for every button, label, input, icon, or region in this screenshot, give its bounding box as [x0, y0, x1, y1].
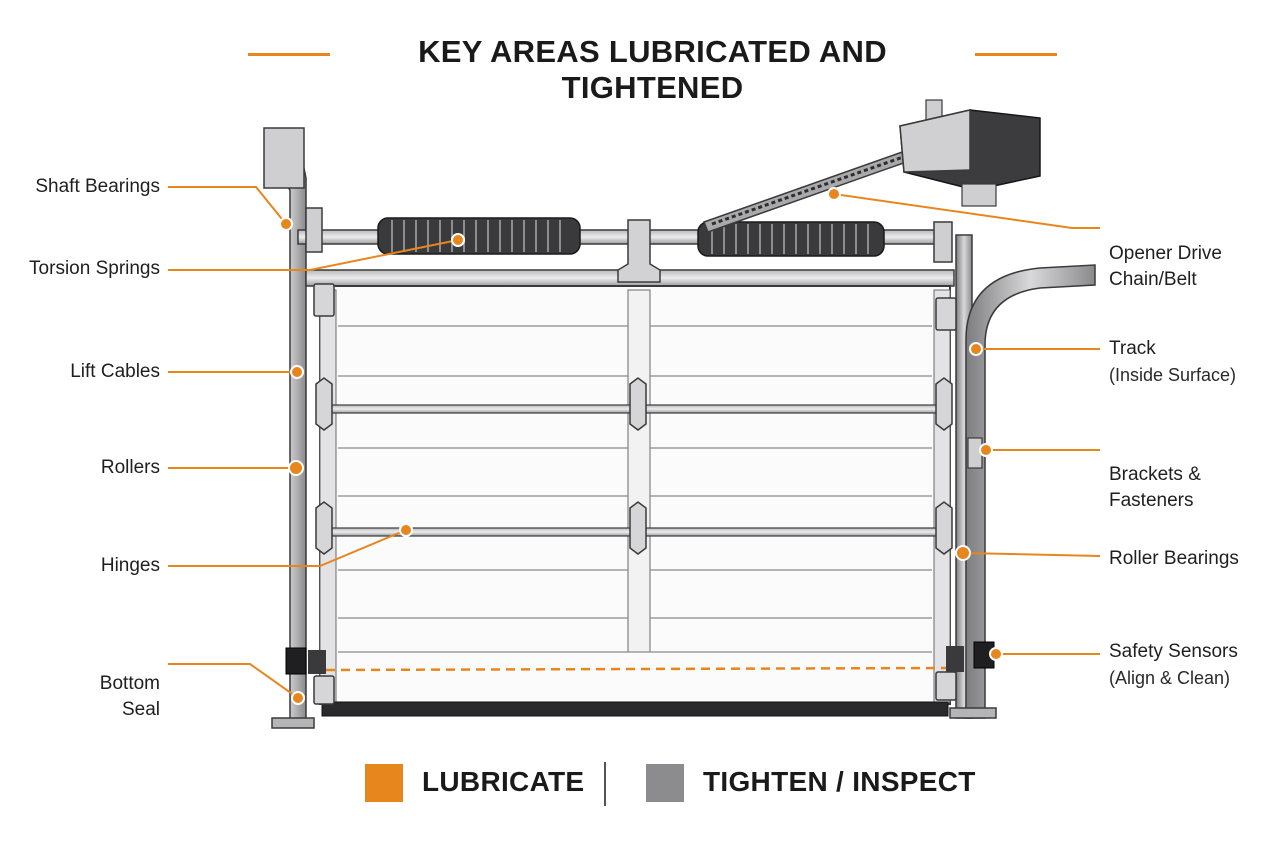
callout-sublabel: (Inside Surface): [1109, 365, 1237, 385]
door-panels: [319, 285, 951, 717]
callout-sublabel: (Align & Clean): [1109, 668, 1231, 688]
title-bar: KEY AREAS LUBRICATED AND TIGHTENED: [0, 30, 1280, 105]
opener-unit: [703, 99, 1041, 233]
callout-label: Hinges: [100, 555, 160, 576]
callout-bottom-seal: Bottom Seal: [20, 645, 160, 723]
callout-label: Lift Cables: [70, 361, 160, 382]
callout-safety-sensors: Safety Sensors (Align & Clean): [1109, 639, 1238, 691]
legend-swatch-lubricate: [365, 764, 403, 802]
diagram-title: KEY AREAS LUBRICATED AND TIGHTENED: [418, 34, 887, 105]
callout-lift-cables: Lift Cables: [20, 359, 160, 385]
leader-lines-right: [833, 193, 1101, 655]
legend: LUBRICATE TIGHTEN / INSPECT: [0, 762, 1280, 808]
callout-label: Opener Drive Chain/Belt: [1109, 243, 1222, 290]
callout-label: Roller Bearings: [1109, 548, 1239, 569]
callout-label: Shaft Bearings: [35, 176, 160, 197]
callout-hinges: Hinges: [20, 553, 160, 579]
callout-track: Track (Inside Surface): [1109, 336, 1236, 388]
legend-swatch-tighten: [646, 764, 684, 802]
title-rule-right: [975, 53, 1057, 56]
legend-divider: [604, 762, 606, 806]
callout-label: Track: [1109, 338, 1156, 359]
callout-torsion-springs: Torsion Springs: [20, 256, 160, 282]
marker-dots: [279, 187, 1003, 705]
legend-label-lubricate: LUBRICATE: [422, 766, 585, 797]
leader-lines-left: [168, 186, 459, 699]
left-track: [263, 127, 315, 729]
hinges: [313, 283, 957, 705]
callout-label: Safety Sensors: [1109, 641, 1238, 662]
callout-brackets: Brackets & Fasteners: [1109, 436, 1201, 514]
callout-opener-drive: Opener Drive Chain/Belt: [1109, 215, 1222, 293]
callout-rollers: Rollers: [20, 455, 160, 481]
callout-shaft-bearings: Shaft Bearings: [20, 174, 160, 200]
callout-label: Torsion Springs: [29, 258, 160, 279]
safety-sensors-graphic: [285, 641, 995, 675]
legend-label-tighten: TIGHTEN / INSPECT: [703, 766, 976, 797]
callout-label: Bottom Seal: [99, 673, 160, 720]
right-track: [949, 234, 1096, 719]
callout-roller-bearings: Roller Bearings: [1109, 546, 1239, 572]
title-rule-left: [248, 53, 330, 56]
callout-label: Rollers: [100, 457, 160, 478]
callout-label: Brackets & Fasteners: [1109, 464, 1201, 511]
